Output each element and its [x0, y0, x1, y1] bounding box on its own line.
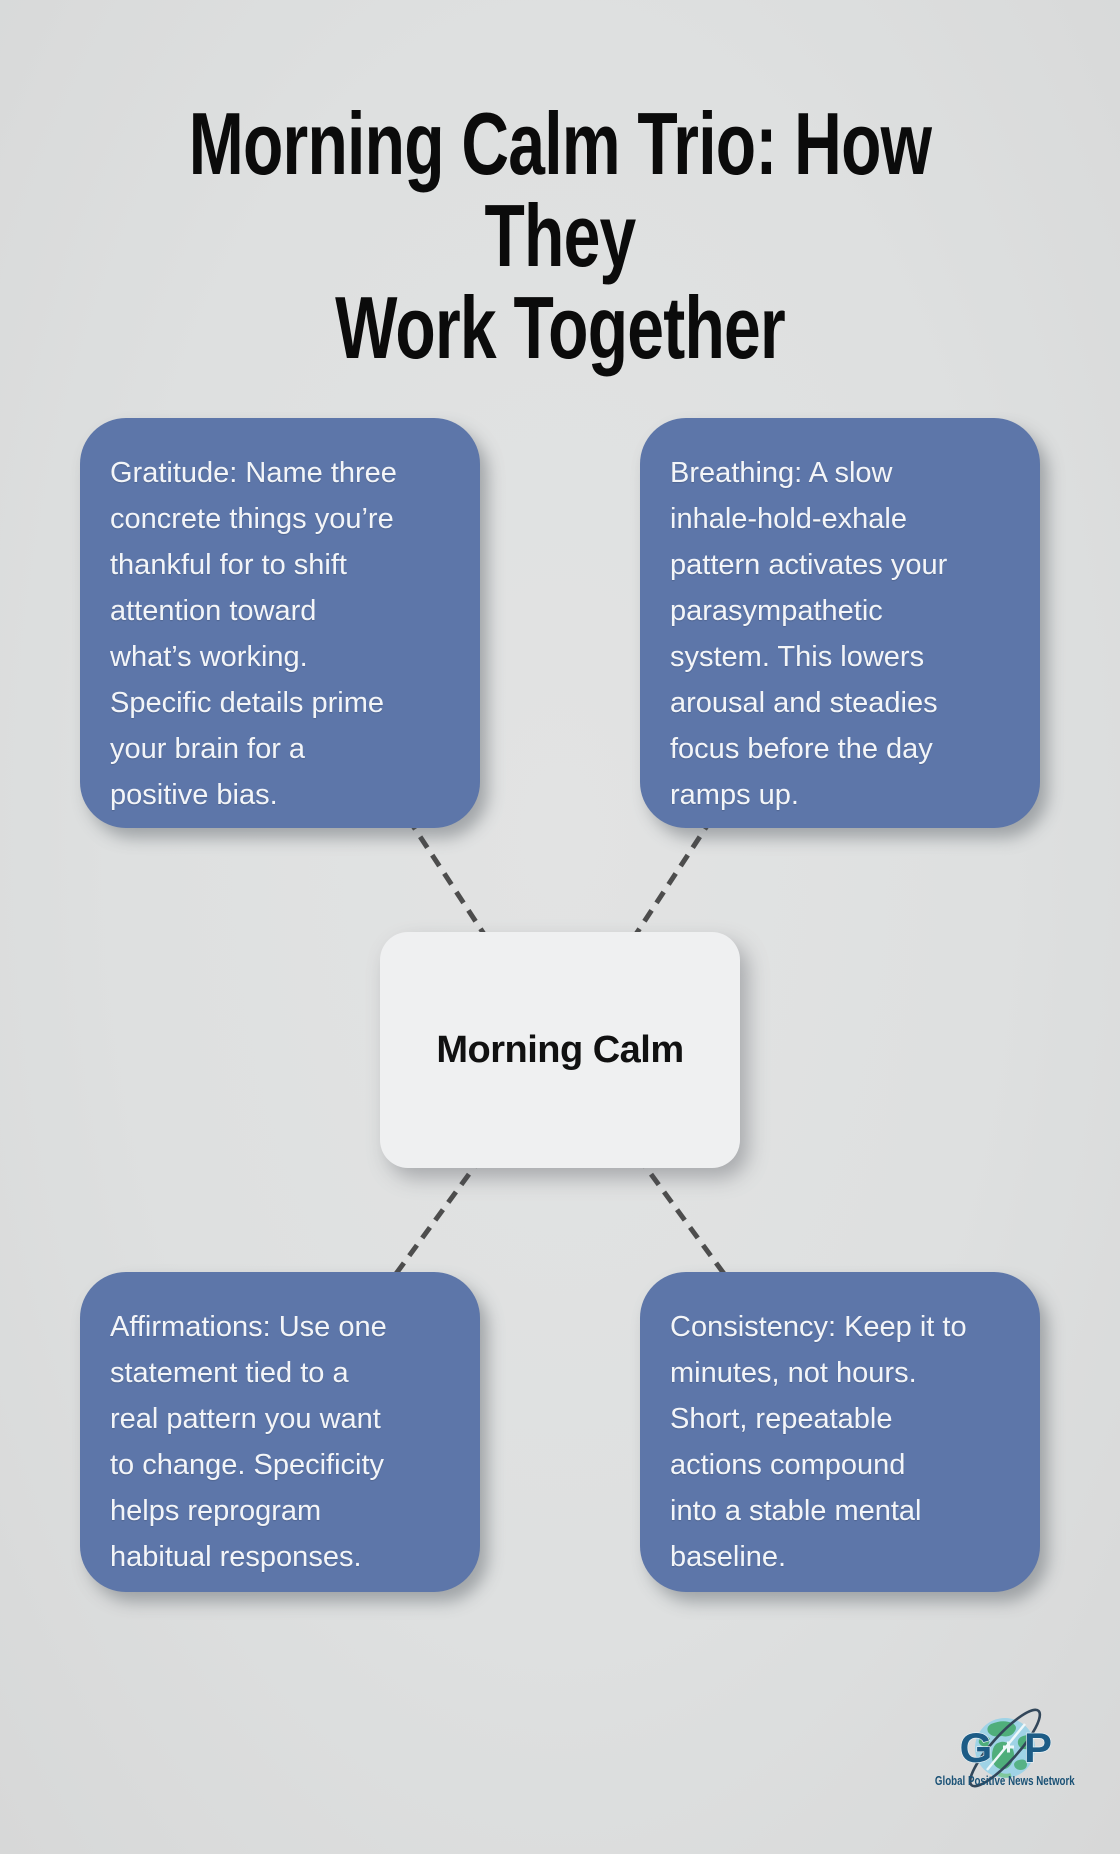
- logo-caption: Global Positive News Network: [934, 1774, 1075, 1788]
- logo-letter-p: P: [1024, 1724, 1052, 1771]
- node-breathing: Breathing: A slow inhale-hold-exhale pat…: [640, 418, 1040, 828]
- page-title: Morning Calm Trio: How They Work Togethe…: [188, 94, 932, 377]
- globe-logo-icon: G P: [959, 1708, 1053, 1788]
- node-breathing-text: Breathing: A slow inhale-hold-exhale pat…: [670, 457, 948, 811]
- plus-icon: [1003, 1741, 1014, 1753]
- node-affirmations: Affirmations: Use one statement tied to …: [80, 1272, 480, 1592]
- node-consistency: Consistency: Keep it to minutes, not hou…: [640, 1272, 1040, 1592]
- orbit-ring-icon: [968, 1708, 1042, 1788]
- node-affirmations-text: Affirmations: Use one statement tied to …: [110, 1311, 387, 1573]
- center-node-morning-calm: Morning Calm: [380, 932, 740, 1168]
- globe-continent-south: [998, 1772, 1012, 1778]
- node-consistency-text: Consistency: Keep it to minutes, not hou…: [670, 1311, 967, 1573]
- node-gratitude-text: Gratitude: Name three concrete things yo…: [110, 457, 397, 811]
- logo-letter-g: G: [960, 1724, 993, 1771]
- node-gratitude: Gratitude: Name three concrete things yo…: [80, 418, 480, 828]
- center-node-label: Morning Calm: [436, 1028, 684, 1071]
